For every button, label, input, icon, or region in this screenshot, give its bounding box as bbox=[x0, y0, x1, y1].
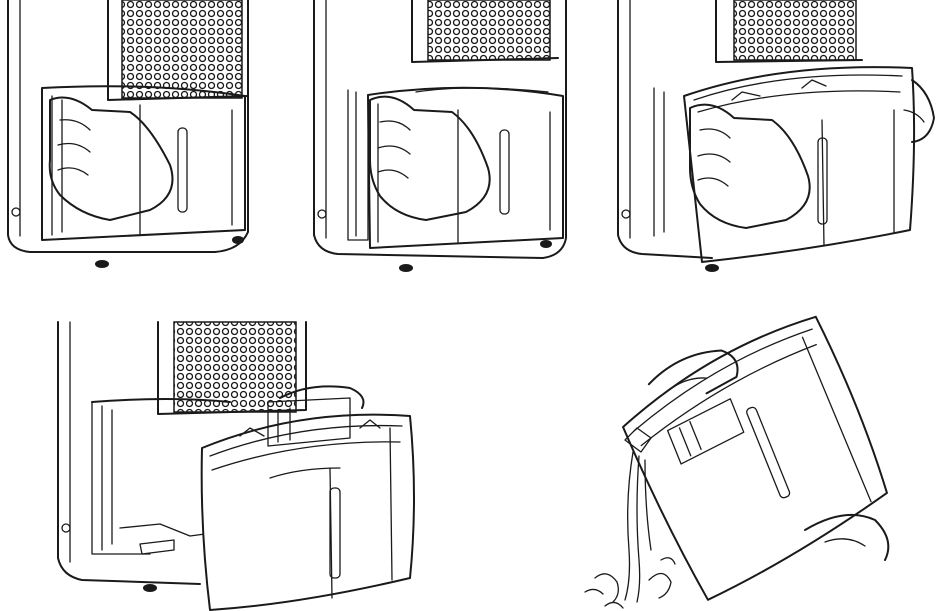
step-2-illustration bbox=[308, 0, 608, 280]
step-4-illustration bbox=[50, 318, 430, 611]
step-3-illustration bbox=[612, 0, 939, 280]
step-5-illustration bbox=[555, 310, 939, 611]
step-1-illustration bbox=[0, 0, 300, 280]
